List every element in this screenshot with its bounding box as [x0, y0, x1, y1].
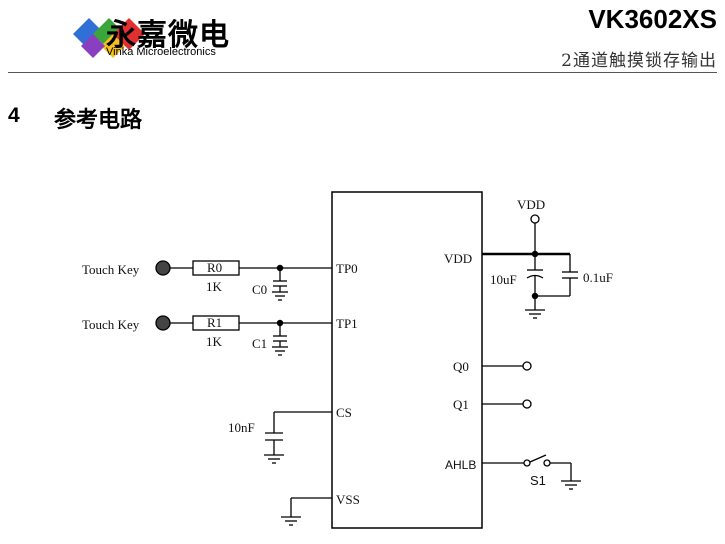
- touch-key-label-0: Touch Key: [82, 262, 140, 277]
- part-number: VK3602XS: [588, 4, 717, 34]
- touch-pad-0: [155, 260, 171, 276]
- section-number: 4: [8, 104, 20, 127]
- brand-chinese-name: 永嘉微电: [106, 18, 230, 53]
- cap-c1-label: C1: [252, 336, 267, 351]
- touch-pad-1: [155, 315, 171, 331]
- section-title: 参考电路: [54, 108, 143, 133]
- pin-tp1-label: TP1: [336, 316, 358, 331]
- pin-vss-label: VSS: [336, 492, 360, 507]
- vdd-supply-label: VDD: [517, 197, 545, 212]
- resistor-r0-value: 1K: [206, 279, 223, 294]
- header-divider: [8, 72, 717, 73]
- resistor-r0-ref: R0: [207, 260, 222, 275]
- pin-ahlb-label: AHLB: [445, 458, 476, 472]
- cap-cs-label: 10nF: [228, 420, 255, 435]
- pin-q0-label: Q0: [453, 359, 469, 374]
- switch-s1-label: S1: [530, 473, 546, 488]
- cap-c0-label: C0: [252, 282, 267, 297]
- vinka-logo-icon: [73, 18, 145, 58]
- pin-vdd-label: VDD: [444, 251, 472, 266]
- touch-key-label-1: Touch Key: [82, 317, 140, 332]
- cap-10uf-label: 10uF: [490, 272, 517, 287]
- cap-01uf-label: 0.1uF: [583, 270, 613, 285]
- resistor-r1-value: 1K: [206, 334, 223, 349]
- document-subtitle: 2通道触摸锁存输出: [561, 51, 717, 71]
- pin-q1-label: Q1: [453, 397, 469, 412]
- chip-body: [331, 191, 483, 529]
- brand-english-name: Vinka Microelectronics: [106, 46, 216, 58]
- pin-tp0-label: TP0: [336, 261, 358, 276]
- pin-cs-label: CS: [336, 405, 352, 420]
- resistor-r1-ref: R1: [207, 315, 222, 330]
